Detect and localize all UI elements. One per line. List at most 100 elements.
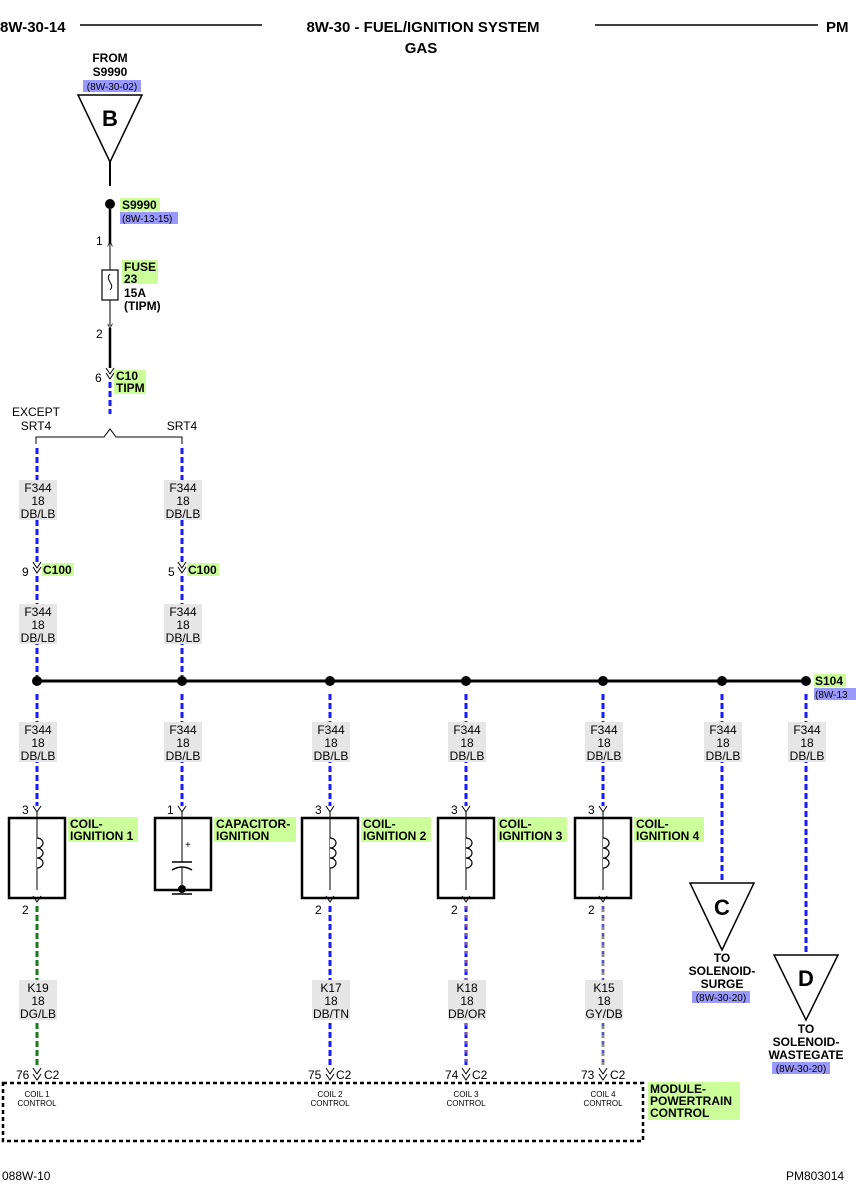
wire-label-bg [312, 980, 350, 1020]
splice-dot [177, 676, 187, 686]
connector-c-letter: C [714, 895, 730, 920]
splice-dot [461, 676, 471, 686]
wire-label-bg [448, 722, 486, 762]
from-splice-label: S9990 [93, 65, 128, 79]
wire-k15: K15 18 GY/DB [585, 906, 623, 1068]
footer-right: PM803014 [786, 1169, 844, 1183]
pcm-connector-name: C2 [610, 1068, 626, 1082]
coil-label-line2: IGNITION 4 [636, 829, 700, 843]
ref-highlight [83, 80, 141, 92]
module-powertrain-control: MODULE- POWERTRAIN CONTROL [1, 1081, 740, 1143]
pcm-pin-75: 75 C2 COIL 2 CONTROL [308, 1067, 352, 1108]
coil-winding-icon [329, 837, 337, 869]
wire-gauge: 18 [460, 736, 474, 750]
coil-label-line2: IGNITION 2 [363, 829, 427, 843]
wire-label-bg [19, 480, 57, 520]
ref-highlight [120, 212, 178, 224]
pcm-connector-name: C2 [336, 1068, 352, 1082]
splice-ref: (8W-13-15) [122, 214, 172, 225]
from-ref-label: (8W-30-02) [87, 82, 137, 93]
page-footer: 088W-10 PM803014 [2, 1169, 844, 1183]
wire-circuit: F344 [24, 605, 52, 619]
splice-dot [325, 676, 335, 686]
connector-arrow [32, 566, 42, 574]
wire-circuit: K18 [456, 981, 478, 995]
label-highlight [114, 370, 146, 394]
connector-arrow [598, 1067, 608, 1075]
wire-circuit: F344 [317, 723, 345, 737]
wire-gauge: 18 [324, 994, 338, 1008]
wire-f344-except-srt4-mid: F344 18 DB/LB [19, 576, 57, 676]
coil-winding-icon [36, 837, 44, 869]
connector-arrow [105, 367, 115, 375]
label-highlight [120, 198, 160, 211]
coil-pin-top: 3 [22, 803, 29, 817]
coil-label-line1: COIL- [636, 817, 669, 831]
wire-circuit: K19 [27, 981, 49, 995]
wire-gauge: 18 [176, 736, 190, 750]
pcm-connector-name: C2 [44, 1068, 60, 1082]
page-header: 8W-30-14 8W-30 - FUEL/IGNITION SYSTEM GA… [0, 19, 849, 57]
wire-circuit: F344 [793, 723, 821, 737]
wire-circuit: F344 [24, 481, 52, 495]
wire-gauge: 18 [800, 736, 814, 750]
wire-label-bg [19, 722, 57, 762]
connector-d-line1: SOLENOID- [773, 1035, 840, 1049]
wire-color: DB/LB [21, 507, 56, 521]
wire-label-bg [19, 604, 57, 644]
wire-gauge: 18 [31, 494, 45, 508]
splice-s9990: S9990 (8W-13-15) [105, 198, 178, 225]
branch-right-label: SRT4 [167, 419, 198, 433]
connector-arrow [461, 1067, 471, 1075]
ref-highlight [692, 991, 750, 1003]
c100-pin-right: 5 [168, 565, 175, 579]
coil-pin-bottom: 2 [451, 903, 458, 917]
coil-pin-bottom: 2 [588, 903, 595, 917]
wire-label-bg [788, 722, 826, 762]
connector-arrow [461, 1073, 471, 1081]
wire-gauge: 18 [31, 618, 45, 632]
pcm-pin-desc-line2: CONTROL [583, 1099, 623, 1108]
label-highlight [361, 817, 431, 842]
c100-pin-left: 9 [22, 565, 29, 579]
fuse-rating: 15A [124, 286, 146, 300]
connector-arrow [105, 372, 115, 380]
wire-color: DB/LB [166, 749, 201, 763]
wire-f344-coil2: F344 18 DB/LB [312, 694, 350, 806]
branch-left-line2: SRT4 [21, 419, 52, 433]
label-highlight [187, 563, 219, 576]
page-number-left: 8W-30-14 [0, 19, 66, 36]
page-subtitle: GAS [405, 40, 438, 57]
wire-label-bg [164, 480, 202, 520]
coil-ignition-3: 3 2 COIL- IGNITION 3 [436, 803, 567, 917]
pcm-pin-desc-line1: COIL 4 [590, 1090, 616, 1099]
coil-ignition-2: 3 2 COIL- IGNITION 2 [300, 803, 431, 917]
c100-name-right: C100 [188, 563, 217, 577]
connector-d-ref: (8W-30-20) [776, 1064, 826, 1075]
wire-color: DB/LB [790, 749, 825, 763]
c10-pin: 6 [95, 371, 102, 385]
wire-color: DB/LB [587, 749, 622, 763]
s104-name: S104 [815, 674, 843, 688]
connector-c100-right: 5 C100 [168, 561, 219, 579]
connector-c-line1: SOLENOID- [689, 964, 756, 978]
wire-k17: K17 18 DB/TN [312, 906, 350, 1068]
fuse-23: 1 2 FUSE 23 15A (TIPM) [96, 234, 161, 341]
pcm-pin-desc-line2: CONTROL [17, 1099, 57, 1108]
connector-d-line2: WASTEGATE [768, 1048, 843, 1062]
label-highlight [648, 1082, 740, 1120]
c10-name: C10 [116, 369, 138, 383]
wire-gauge: 18 [176, 618, 190, 632]
wire-f344-srt4-mid: F344 18 DB/LB [164, 576, 202, 676]
wire-color: DB/LB [166, 507, 201, 521]
wire-circuit: K15 [593, 981, 615, 995]
coil-pin-bottom: 2 [315, 903, 322, 917]
splice-dot [801, 676, 811, 686]
wire-color: DB/LB [706, 749, 741, 763]
splice-dot [105, 199, 115, 209]
wire-circuit: F344 [24, 723, 52, 737]
connector-c10: 6 C10 TIPM [95, 367, 146, 395]
coil-label-line1: COIL- [70, 817, 103, 831]
splice-name: S9990 [122, 198, 157, 212]
coil-pin-top: 3 [588, 803, 595, 817]
